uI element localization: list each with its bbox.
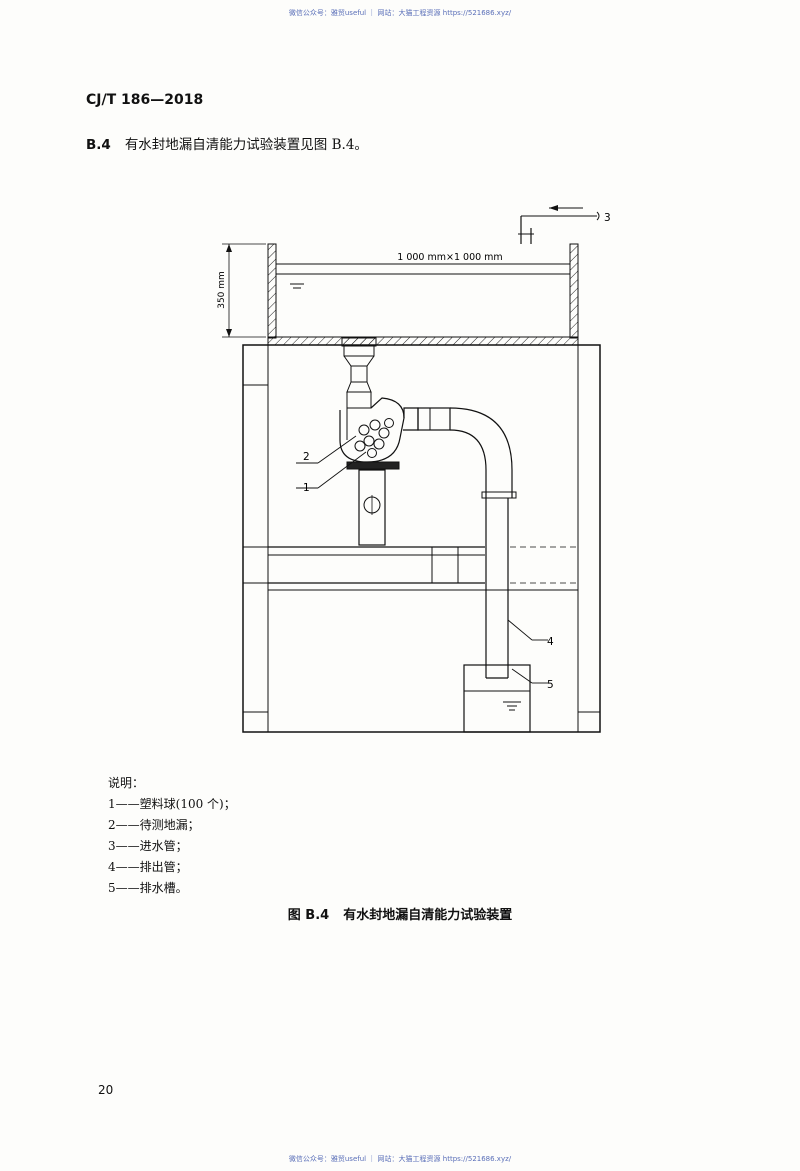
inlet-pipe bbox=[518, 205, 600, 244]
figure-caption: 图 B.4 有水封地漏自清能力试验装置 bbox=[0, 904, 800, 923]
legend-item: 3——进水管； bbox=[108, 839, 188, 853]
watermark-bottom: 微信公众号：雅贸useful ｜ 网站：大猫工程资源 https://52168… bbox=[288, 1155, 512, 1163]
legend-item: 5——排水槽。 bbox=[108, 881, 188, 895]
clause-text: 有水封地漏自清能力试验装置见图 B.4。 bbox=[124, 137, 368, 153]
floor-drain bbox=[339, 337, 419, 546]
clause-number: B.4 bbox=[86, 137, 111, 153]
standard-code: CJ/T 186—2018 bbox=[86, 92, 204, 108]
callout-3: 3 bbox=[604, 212, 611, 224]
tank-size-label: 1 000 mm×1 000 mm bbox=[397, 252, 502, 263]
callout-4: 4 bbox=[547, 636, 554, 648]
legend-item: 1——塑料球(100 个)； bbox=[108, 797, 236, 811]
tank-height-label: 350 mm bbox=[217, 271, 227, 309]
legend: 说明： 1——塑料球(100 个)； 2——待测地漏； 3——进水管； 4——排… bbox=[108, 773, 236, 899]
figure-number: 图 B.4 bbox=[287, 908, 330, 923]
watermark-top: 微信公众号：雅贸useful ｜ 网站：大猫工程资源 https://52168… bbox=[288, 9, 512, 17]
support-frame bbox=[242, 344, 601, 733]
page-number: 20 bbox=[98, 1083, 114, 1097]
legend-title: 说明： bbox=[108, 776, 145, 790]
clause-line: B.4 有水封地漏自清能力试验装置见图 B.4。 bbox=[86, 133, 368, 153]
callout-5: 5 bbox=[547, 679, 554, 691]
callout-2: 2 bbox=[303, 451, 310, 463]
callout-1: 1 bbox=[303, 482, 310, 494]
legend-item: 4——排出管； bbox=[108, 860, 188, 874]
figure-title: 有水封地漏自清能力试验装置 bbox=[343, 908, 513, 923]
legend-item: 2——待测地漏； bbox=[108, 818, 200, 832]
outlet-pipe bbox=[417, 407, 517, 679]
drainage-tank bbox=[463, 664, 531, 733]
callout-leaders bbox=[296, 435, 548, 684]
